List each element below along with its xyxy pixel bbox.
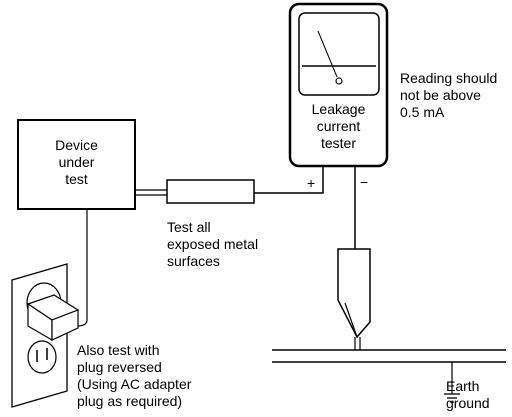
reading-note: Reading should not be above 0.5 mA — [400, 70, 498, 120]
meter-pivot — [335, 77, 343, 85]
earth-ground-icon — [444, 393, 460, 403]
device-under-test-label: Device under test — [55, 137, 98, 187]
leakage-tester-label: Leakage current tester — [311, 101, 366, 151]
test-probe-body — [166, 179, 255, 204]
ground-clamp — [337, 248, 371, 339]
ground-clamp-jaw — [344, 302, 358, 338]
device-under-test-box — [17, 119, 136, 210]
test-surfaces-label: Test all exposed metal surfaces — [167, 219, 259, 269]
positive-lead — [254, 166, 324, 194]
plug-reversed-note: Also test with plug reversed (Using AC a… — [77, 342, 192, 409]
ac-plug-icon — [26, 294, 80, 342]
lower-receptacle-icon — [27, 340, 57, 374]
earth-ground-label: Earth ground — [446, 378, 490, 411]
plus-terminal-label: + — [307, 175, 316, 191]
meter-needle — [317, 30, 338, 78]
minus-terminal-label: − — [360, 174, 369, 190]
